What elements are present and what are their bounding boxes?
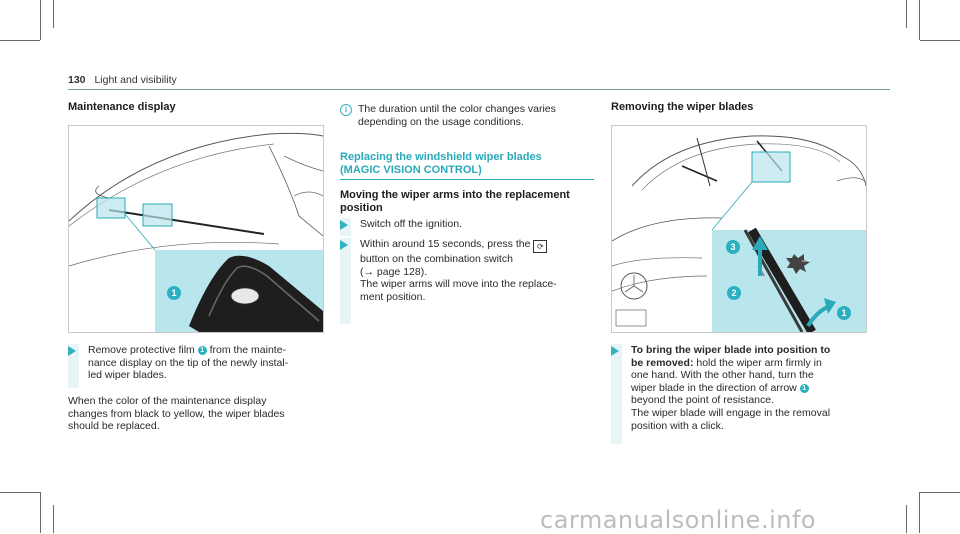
- note-line: The duration until the color changes var…: [358, 103, 556, 115]
- section-title-line: (MAGIC VISION CONTROL): [340, 164, 482, 176]
- section-name: Light and visibility: [94, 74, 177, 86]
- step-bar: [340, 238, 351, 324]
- info-icon: i: [340, 104, 352, 116]
- subheading-line: position: [340, 202, 383, 214]
- step-bold-text: To bring the wiper blade into position t…: [631, 344, 831, 356]
- remove-blade-step: To bring the wiper blade into position t…: [611, 344, 881, 444]
- step-text: nance display on the tip of the newly in…: [88, 356, 289, 369]
- callout-2: 2: [727, 286, 741, 300]
- step-text: button on the combination switch: [360, 253, 513, 265]
- ignition-step: Switch off the ignition.: [340, 218, 600, 236]
- step-text: ment position.: [360, 290, 426, 303]
- page-header: 130 Light and visibility: [68, 74, 177, 86]
- section-title-line: Replacing the windshield wiper blades: [340, 151, 542, 163]
- step-text: Remove protective film: [88, 344, 198, 356]
- step-text: position with a click.: [631, 419, 724, 432]
- moving-wiper-heading: Moving the wiper arms into the replaceme…: [340, 189, 600, 215]
- paragraph-line: changes from black to yellow, the wiper …: [68, 407, 285, 420]
- step-arrow-icon: [340, 240, 348, 250]
- step-arrow-icon: [68, 346, 76, 356]
- step-arrow-icon: [340, 220, 348, 230]
- section-title-rule: [340, 179, 594, 180]
- step-text: hold the wiper arm firmly in: [693, 356, 822, 369]
- subheading-line: Moving the wiper arms into the replaceme…: [340, 189, 570, 201]
- step-text: from the mainte-: [206, 344, 287, 356]
- watermark-text: carmanualsonline.info: [540, 506, 817, 534]
- paragraph-line: When the color of the maintenance displa…: [68, 395, 267, 407]
- step-text: beyond the point of resistance.: [631, 394, 775, 407]
- press-button-step: Within around 15 seconds, press the ⟳ bu…: [340, 238, 600, 324]
- page-number: 130: [68, 74, 86, 86]
- step-text: one hand. With the other hand, turn the: [631, 369, 814, 382]
- removing-wiper-heading: Removing the wiper blades: [611, 101, 754, 113]
- header-rule: [68, 89, 890, 90]
- step-text: wiper blade in the direction of arrow: [631, 381, 800, 394]
- step-text: Within around 15 seconds, press the: [360, 238, 534, 250]
- info-note: The duration until the color changes var…: [358, 103, 598, 128]
- step-bar: [611, 344, 622, 444]
- step-text: The wiper blade will engage in the remov…: [631, 406, 831, 419]
- page-reference-link[interactable]: (→ page 128).: [360, 265, 428, 278]
- maintenance-paragraph: When the color of the maintenance displa…: [68, 395, 328, 433]
- step-arrow-icon: [611, 346, 619, 356]
- step-text: Switch off the ignition.: [360, 218, 462, 230]
- maintenance-display-heading: Maintenance display: [68, 101, 176, 113]
- remove-film-step: Remove protective film 1 from the mainte…: [68, 344, 328, 388]
- maintenance-display-figure: 1: [68, 125, 324, 333]
- callout-1-badge: 1: [197, 346, 207, 355]
- callout-1: 1: [167, 286, 181, 300]
- step-bar: [68, 344, 79, 388]
- step-text: The wiper arms will move into the replac…: [360, 278, 557, 291]
- wiper-button-icon: ⟳: [533, 240, 548, 253]
- callout-3: 3: [726, 240, 740, 254]
- note-line: depending on the usage conditions.: [358, 115, 524, 128]
- wiper-removal-figure: CLICK 3 2 1: [611, 125, 867, 333]
- click-label: CLICK: [801, 259, 811, 263]
- paragraph-line: should be replaced.: [68, 420, 160, 433]
- step-bold-text: be removed:: [631, 356, 694, 369]
- callout-1: 1: [837, 306, 851, 320]
- callout-1-badge: 1: [799, 383, 809, 393]
- section-title: Replacing the windshield wiper blades (M…: [340, 151, 600, 177]
- step-text: led wiper blades.: [88, 369, 167, 382]
